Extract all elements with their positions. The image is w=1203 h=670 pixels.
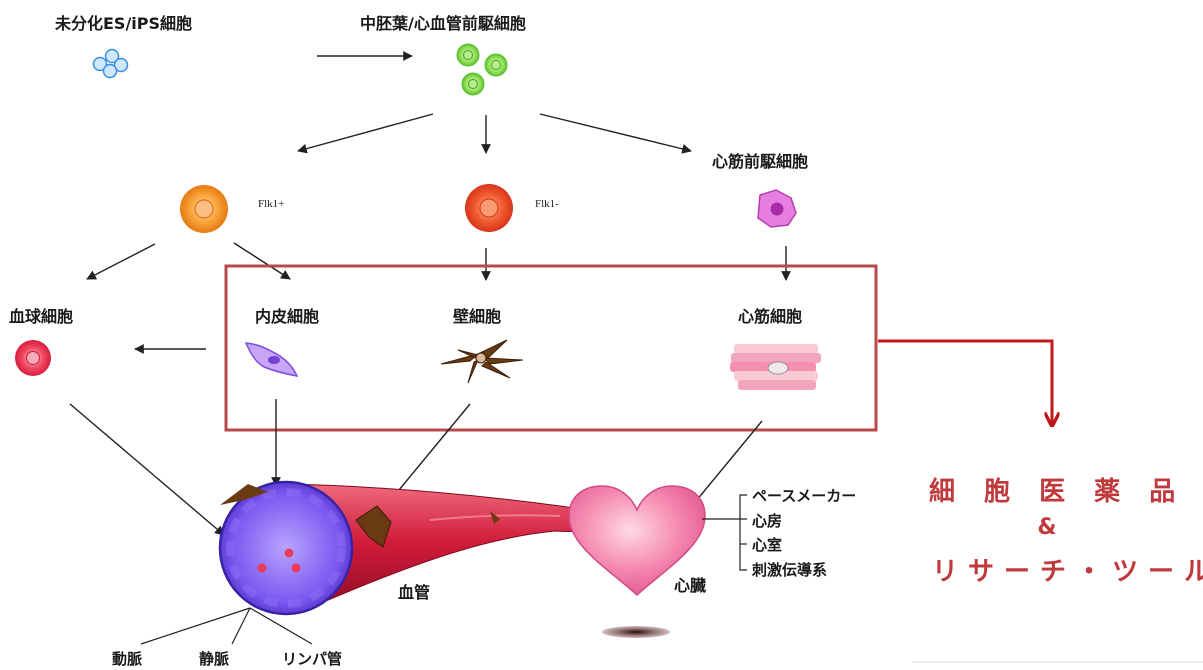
mural-label: 壁細胞 (453, 307, 501, 326)
arrow-to-cardiac-progenitor (539, 113, 692, 154)
undiff-label: 未分化ES/iPS細胞 (54, 14, 192, 33)
mural-cell-icon (440, 339, 524, 384)
product-amp: & (1037, 515, 1066, 540)
arrow-blood-to-vessel (69, 403, 225, 536)
heart-parts-bracket (702, 494, 747, 571)
product-line2: リサーチ・ツール (932, 557, 1203, 587)
heart-label: 心臓 (674, 576, 706, 595)
mesoderm-label: 中胚葉/心血管前駆細胞 (360, 14, 526, 33)
undiff-cells-icon (92, 48, 129, 79)
arrow-to-blood-cell (86, 243, 156, 280)
heart-part-pacemaker: ペースメーカー (752, 487, 856, 505)
highlight-box (224, 264, 878, 432)
heart-part-atrium: 心房 (752, 512, 782, 530)
product-arrow (878, 339, 1052, 424)
mesoderm-cells-icon (456, 43, 508, 96)
blood-cell-icon (15, 340, 51, 376)
blood-vessel-illustration (218, 480, 617, 616)
heart-part-ventricle: 心室 (752, 536, 782, 554)
cardiac-progenitor-label: 心筋前駆細胞 (712, 152, 808, 171)
arrow-to-flk1pos (297, 113, 434, 154)
lymph-label: リンパ管 (282, 650, 342, 668)
arrow-to-endothelial (233, 242, 291, 280)
heart-illustration (568, 485, 706, 638)
cardiomyocyte-icon (730, 344, 821, 390)
vessel-type-lines (140, 607, 313, 645)
flk1-negative-cell-icon (465, 184, 513, 232)
endothelial-cell-icon (244, 342, 299, 377)
product-line1: 細 胞 医 薬 品 (929, 476, 1185, 507)
endothelial-label: 内皮細胞 (255, 307, 319, 326)
vessel-label: 血管 (398, 583, 430, 602)
flk1-negative-label: Flk1- (535, 198, 559, 210)
artery-label: 動脈 (112, 650, 142, 668)
flk1-positive-label: Flk1+ (258, 198, 284, 210)
blood-cell-label: 血球細胞 (9, 307, 73, 326)
cardiomyocyte-label: 心筋細胞 (738, 307, 802, 326)
heart-part-conduction: 刺激伝導系 (752, 561, 827, 579)
cardiac-progenitor-cell-icon (757, 189, 797, 228)
flk1-positive-cell-icon (180, 185, 228, 233)
vein-label: 静脈 (199, 650, 229, 668)
